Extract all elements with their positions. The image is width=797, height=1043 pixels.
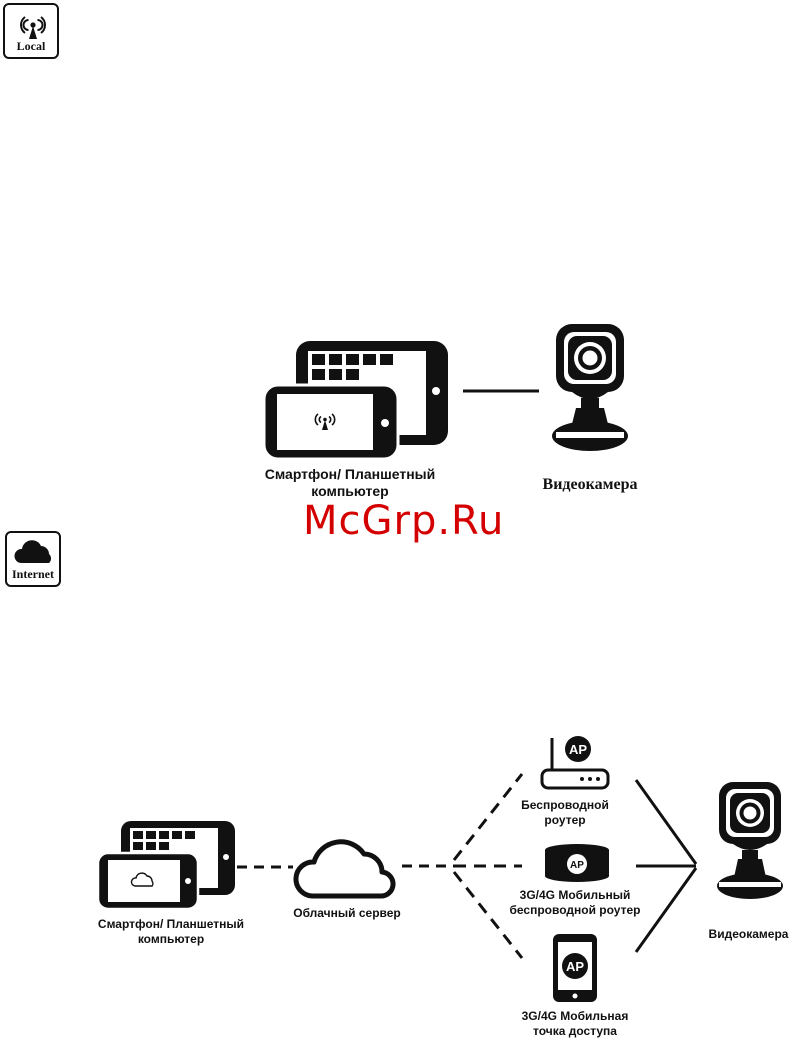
camera-icon <box>713 780 793 920</box>
smartphone-icon <box>262 383 402 463</box>
internet-device-label-line1: Смартфон/ Планшетный <box>76 917 266 932</box>
internet-camera-label: Видеокамера <box>700 927 797 942</box>
camera-icon <box>548 320 638 460</box>
wireless-router-icon: AP <box>538 734 618 792</box>
local-device-label: Смартфон/ Планшетный компьютер <box>230 466 470 500</box>
ap-icon: AP <box>566 959 584 974</box>
smartphone-icon <box>96 851 202 913</box>
internet-mode-badge: Internet <box>5 531 61 587</box>
cloud-server-label: Облачный сервер <box>272 906 422 921</box>
connection-lines-fanout <box>400 770 490 970</box>
router-label: Беспроводной роутер <box>505 798 625 828</box>
ap-icon: AP <box>569 742 587 757</box>
hotspot-label: 3G/4G Мобильная точка доступа <box>500 1009 650 1039</box>
mobile-hotspot-icon: AP <box>551 932 601 1004</box>
router-label-line2: роутер <box>505 813 625 828</box>
cloud-server-icon <box>292 832 402 902</box>
connection-line <box>237 864 297 870</box>
hotspot-label-line1: 3G/4G Мобильная <box>500 1009 650 1024</box>
internet-badge-label: Internet <box>7 567 59 582</box>
watermark: McGrp.Ru <box>303 498 504 544</box>
hotspot-label-line2: точка доступа <box>500 1024 650 1039</box>
internet-device-label-line2: компьютер <box>76 932 266 947</box>
local-mode-badge: Local <box>3 3 59 59</box>
ap-icon: AP <box>570 860 584 871</box>
router-label-line1: Беспроводной <box>505 798 625 813</box>
mobile-router-icon: AP <box>540 842 614 888</box>
local-badge-label: Local <box>5 39 57 54</box>
local-camera-label: Видеокамера <box>510 476 670 493</box>
internet-device-label: Смартфон/ Планшетный компьютер <box>76 917 266 947</box>
connection-lines-to-camera <box>632 776 702 956</box>
connection-line <box>463 388 543 394</box>
local-device-label-line1: Смартфон/ Планшетный <box>230 466 470 483</box>
